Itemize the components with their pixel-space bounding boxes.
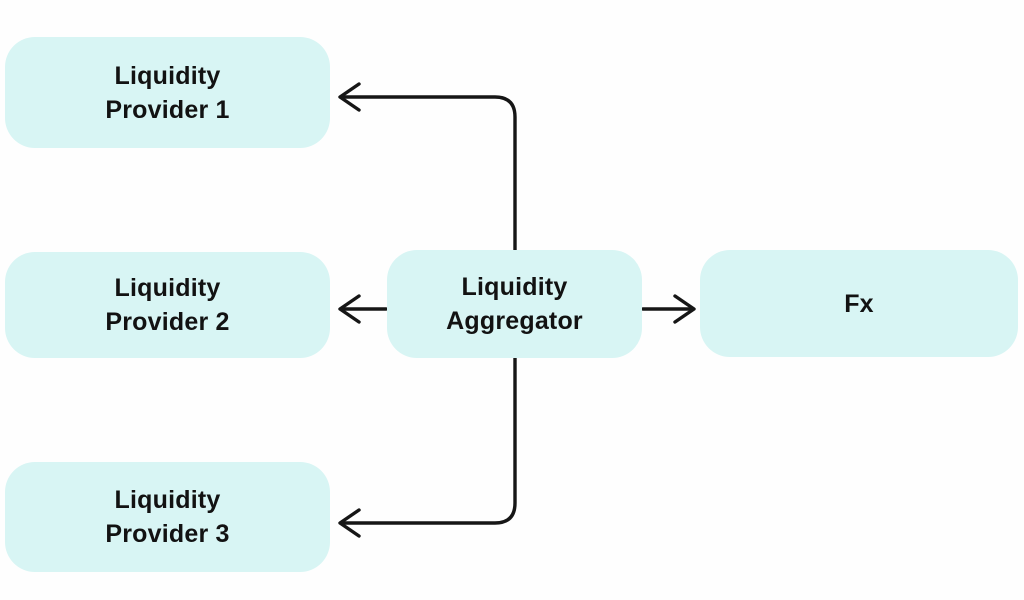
edge-aggregator-to-fx	[641, 294, 696, 324]
node-liquidity-provider-2: Liquidity Provider 2	[5, 252, 330, 358]
arrowhead-left-icon	[338, 508, 361, 538]
edge-aggregator-to-provider3	[338, 356, 517, 538]
node-label: Liquidity Aggregator	[446, 270, 583, 338]
node-label: Liquidity Provider 2	[105, 271, 229, 339]
edge-line	[341, 356, 517, 525]
node-label-line-1: Liquidity	[461, 273, 568, 301]
node-label-line-2: Provider 3	[105, 520, 230, 548]
edge-line	[341, 95, 517, 252]
node-liquidity-aggregator: Liquidity Aggregator	[387, 250, 642, 358]
node-label: Fx	[844, 287, 874, 321]
arrowhead-left-icon	[338, 294, 361, 324]
node-label-line-1: Liquidity	[114, 486, 221, 514]
node-label-line-2: Provider 2	[105, 308, 230, 336]
node-label-line-1: Liquidity	[114, 61, 221, 90]
node-label-line-2: Aggregator	[446, 307, 583, 335]
node-liquidity-provider-3: Liquidity Provider 3	[5, 462, 330, 572]
node-label-line-1: Fx	[844, 289, 874, 318]
arrowhead-left-icon	[338, 82, 361, 112]
edge-aggregator-to-provider2	[338, 294, 388, 324]
node-liquidity-provider-1: Liquidity Provider 1	[5, 37, 330, 148]
edge-aggregator-to-provider1	[338, 82, 517, 252]
node-label-line-2: Provider 1	[105, 95, 230, 124]
arrowhead-right-icon	[673, 294, 696, 324]
node-label: Liquidity Provider 3	[105, 483, 229, 551]
node-label: Liquidity Provider 1	[105, 59, 229, 127]
node-label-line-1: Liquidity	[114, 274, 221, 302]
node-fx: Fx	[700, 250, 1018, 357]
